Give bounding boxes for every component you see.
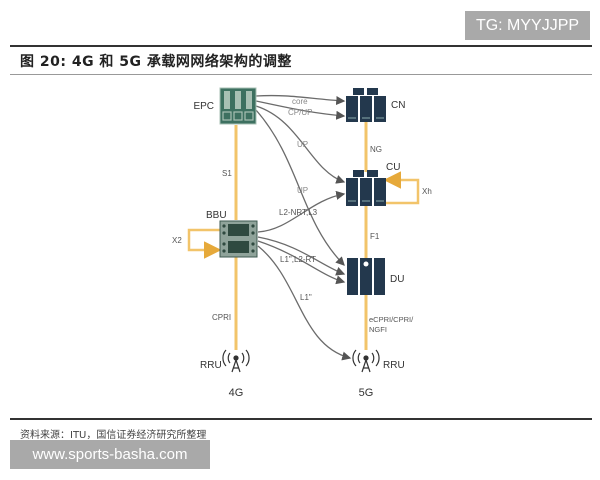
label-core: core xyxy=(292,97,308,106)
cn-label: CN xyxy=(391,100,405,111)
link-x2-loop xyxy=(187,228,222,259)
label-l1: L1" xyxy=(300,293,312,302)
label-ecpri: eCPRI/CPRI/ xyxy=(369,315,414,324)
label-s1: S1 xyxy=(222,169,232,178)
antenna-icon-4g xyxy=(222,349,250,373)
title-rule xyxy=(10,74,592,75)
du-node xyxy=(347,258,385,295)
column-label-5g: 5G xyxy=(359,387,374,399)
label-cp-up: CP/UP xyxy=(288,108,312,117)
bbu-node xyxy=(219,220,258,258)
cu-node xyxy=(346,170,386,206)
label-cpri: CPRI xyxy=(212,313,231,322)
figure-title: 图 20: 4G 和 5G 承载网网络架构的调整 xyxy=(20,54,292,70)
label-x2: X2 xyxy=(172,236,182,245)
figure-source: 资料来源：ITU，国信证券经济研究所整理 xyxy=(20,430,207,441)
label-ng: NG xyxy=(370,145,382,154)
label-l2nrt-l3: L2-NRT,L3 xyxy=(279,208,318,217)
bottom-rule xyxy=(10,418,592,420)
label-f1: F1 xyxy=(370,232,380,241)
top-rule xyxy=(10,45,592,47)
cn-node xyxy=(346,88,386,122)
epc-node xyxy=(219,87,257,125)
epc-label: EPC xyxy=(193,101,214,112)
label-up-1: UP xyxy=(297,140,308,149)
column-label-4g: 4G xyxy=(229,387,244,399)
label-l1-l2rt: L1",L2-RT xyxy=(280,255,316,264)
link-xh-loop xyxy=(383,171,420,205)
label-ngfi: NGFI xyxy=(369,325,387,334)
rru-4g-label: RRU xyxy=(200,360,222,371)
bbu-label: BBU xyxy=(206,210,227,221)
rru-5g-label: RRU xyxy=(383,360,405,371)
label-up-2: UP xyxy=(297,186,308,195)
cu-label: CU xyxy=(386,162,400,173)
label-xh: Xh xyxy=(422,187,432,196)
watermark-top: TG: MYYJJPP xyxy=(465,11,590,40)
antenna-icon-5g xyxy=(352,349,380,373)
du-label: DU xyxy=(390,274,404,285)
flow-arrows xyxy=(255,94,352,361)
watermark-bottom: www.sports-basha.com xyxy=(10,440,210,469)
